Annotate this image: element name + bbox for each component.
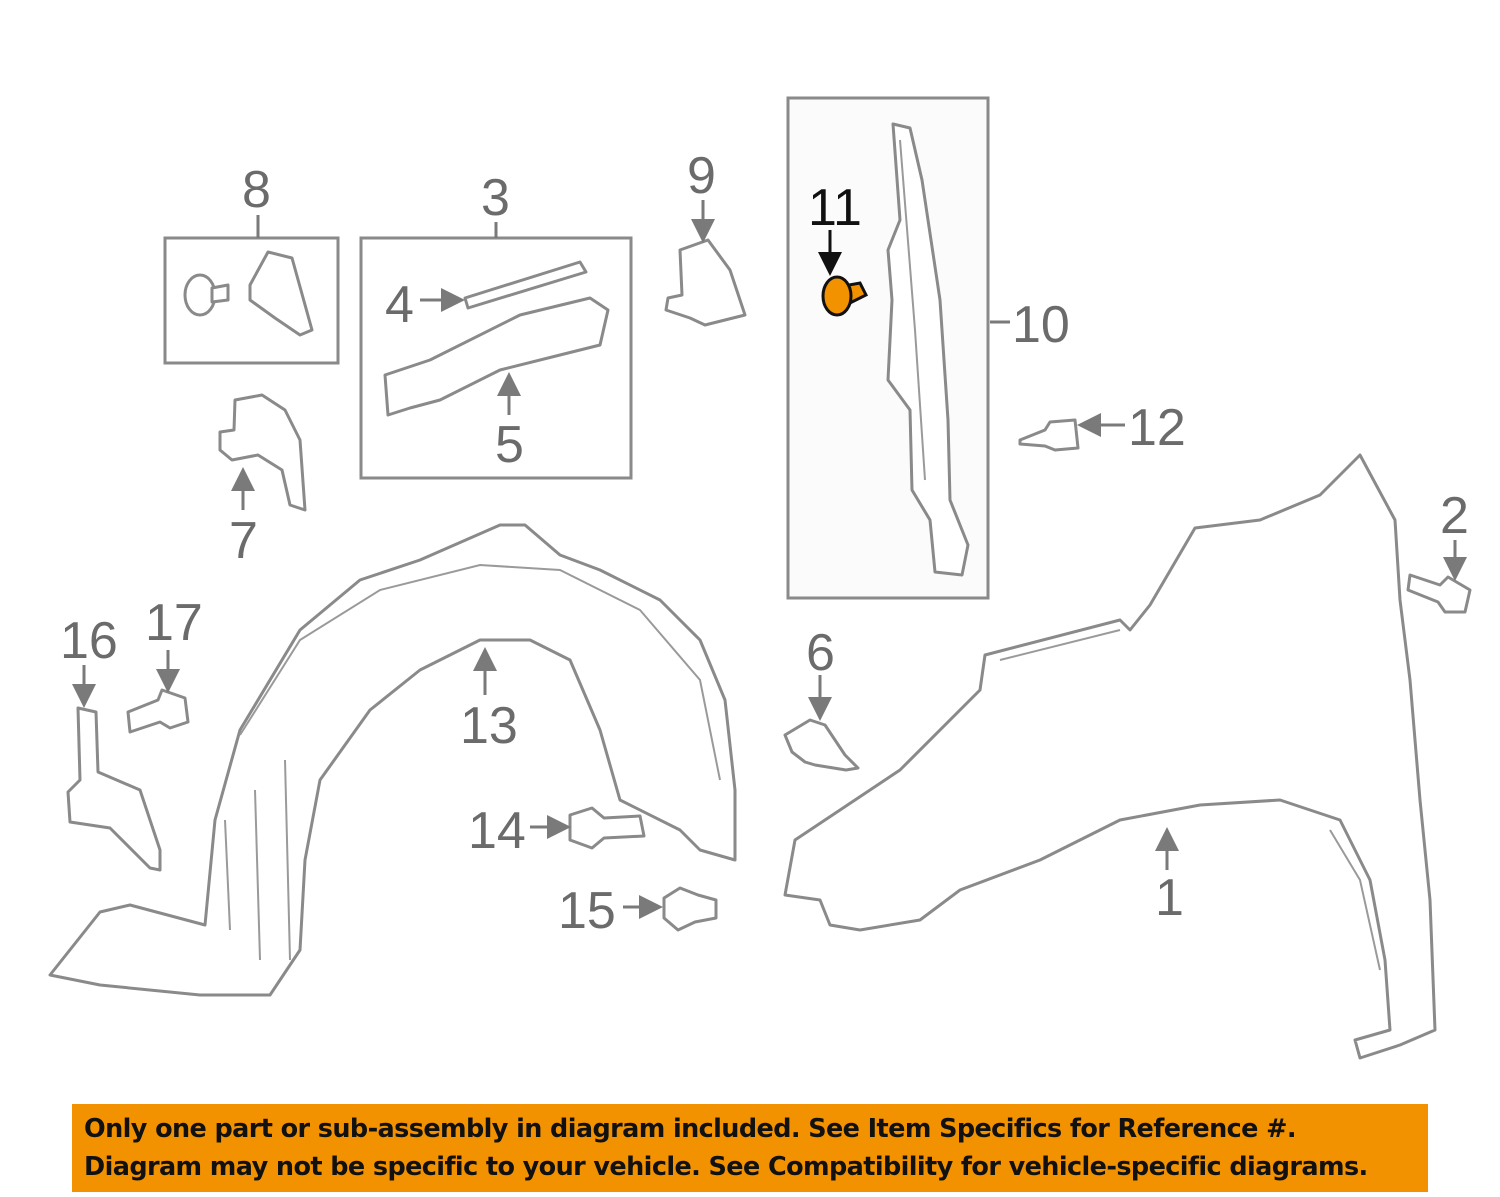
part-8-clip-bracket[interactable]	[183, 250, 314, 337]
callout-1[interactable]: 1	[1155, 869, 1184, 927]
disclaimer-line-2: Diagram may not be specific to your vehi…	[84, 1152, 1368, 1182]
callout-2[interactable]: 2	[1440, 487, 1469, 545]
part-2-bolt[interactable]	[1406, 573, 1472, 614]
part-7-shield[interactable]	[218, 393, 307, 512]
callout-4[interactable]: 4	[385, 276, 414, 334]
part-13-fender-liner[interactable]	[48, 523, 737, 997]
parts-diagram: 1 2 3 4 5 6 7 8 9 10 11 12 13 14 15 16 1…	[48, 96, 1472, 1060]
callout-9[interactable]: 9	[687, 147, 716, 205]
callout-12[interactable]: 12	[1128, 399, 1186, 457]
part-1-fender[interactable]	[783, 453, 1437, 1060]
callout-8[interactable]: 8	[242, 161, 271, 219]
callout-3[interactable]: 3	[481, 169, 510, 227]
disclaimer-line-1: Only one part or sub-assembly in diagram…	[84, 1114, 1297, 1144]
part-6-clip[interactable]	[783, 718, 860, 772]
part-15-clip[interactable]	[662, 886, 718, 932]
callout-10[interactable]: 10	[1012, 296, 1070, 354]
leader-lines	[72, 200, 1467, 919]
callout-13[interactable]: 13	[460, 697, 518, 755]
part-12-clip[interactable]	[1018, 418, 1080, 452]
callout-11[interactable]: 11	[808, 179, 862, 237]
part-11-clip-highlighted[interactable]	[821, 275, 869, 317]
callout-7[interactable]: 7	[229, 512, 258, 570]
part-9-bracket[interactable]	[664, 238, 747, 327]
part-5-bracket[interactable]	[383, 296, 610, 417]
part-14-bolt[interactable]	[568, 806, 646, 850]
group-box-8	[163, 236, 340, 365]
disclaimer-banner: Only one part or sub-assembly in diagram…	[72, 1104, 1428, 1192]
callout-14[interactable]: 14	[468, 802, 526, 860]
part-4-seal[interactable]	[463, 260, 588, 310]
callout-17[interactable]: 17	[145, 594, 203, 652]
callout-5[interactable]: 5	[495, 416, 524, 474]
callout-16[interactable]: 16	[60, 612, 118, 670]
callout-6[interactable]: 6	[806, 624, 835, 682]
part-17-bolt[interactable]	[126, 688, 190, 734]
callout-15[interactable]: 15	[558, 882, 616, 940]
part-16-bracket[interactable]	[66, 706, 162, 872]
